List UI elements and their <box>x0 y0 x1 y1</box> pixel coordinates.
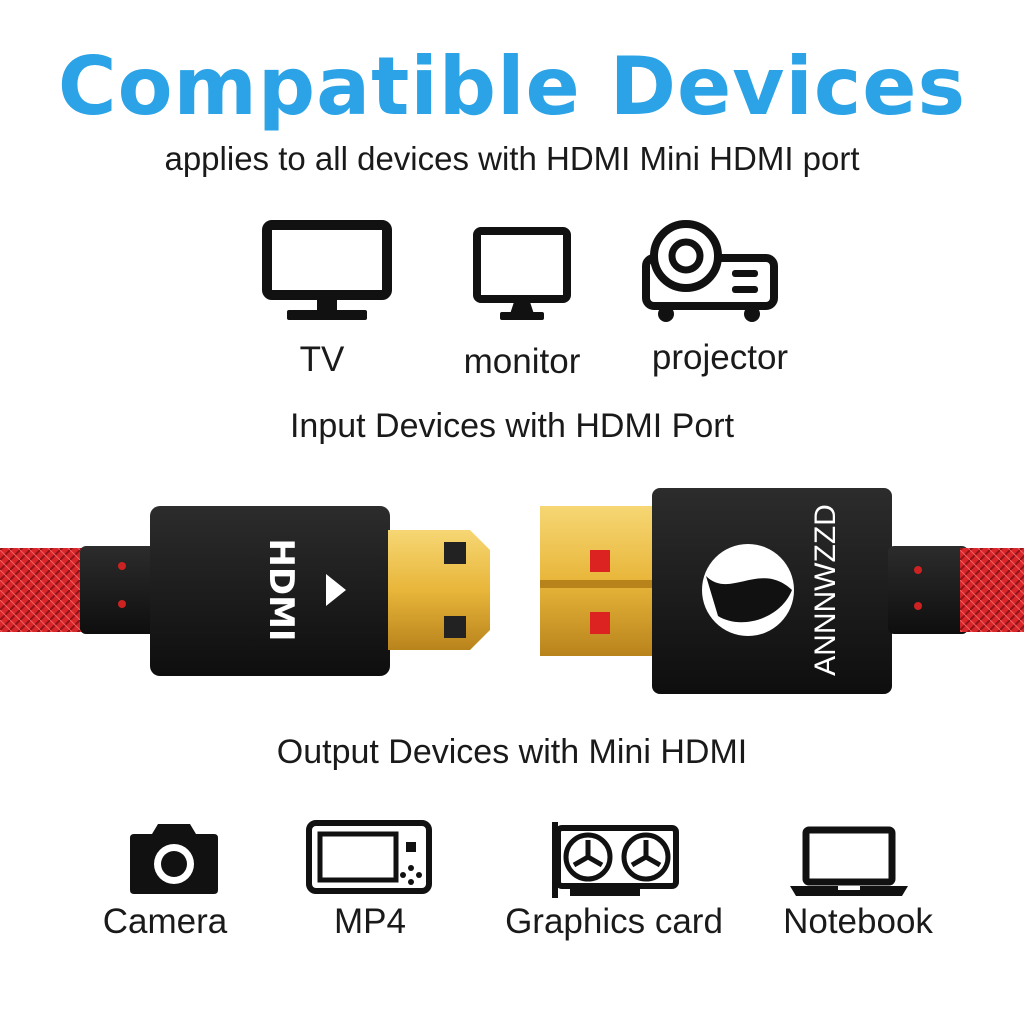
output-device-label-mp4: MP4 <box>334 902 406 941</box>
input-device-label-tv: TV <box>299 340 345 379</box>
output-device-label-camera: Camera <box>102 902 228 941</box>
projector-icon <box>642 220 778 322</box>
input-device-label-projector: projector <box>651 338 789 377</box>
output-device-label-notebook: Notebook <box>783 902 933 941</box>
hdmi-logo: HDMI <box>261 538 301 641</box>
monitor-icon <box>473 227 571 320</box>
graphics-card-icon <box>552 822 679 898</box>
page-subtitle: applies to all devices with HDMI Mini HD… <box>164 140 860 177</box>
left-cable-braid <box>0 548 90 632</box>
notebook-icon <box>790 826 908 896</box>
input-device-label-monitor: monitor <box>463 342 581 381</box>
page-title: Compatible Devices <box>57 40 967 133</box>
mini-hdmi-connector <box>150 506 390 676</box>
tv-icon <box>262 220 392 320</box>
right-cable-braid <box>960 548 1024 632</box>
input-devices-caption: Input Devices with HDMI Port <box>289 407 735 445</box>
brand-text: ANNNWZZD <box>809 504 842 676</box>
output-devices-caption: Output Devices with Mini HDMI <box>276 733 748 771</box>
hdmi-cable-illustration: HDMI ANNNWZZD <box>0 488 1024 694</box>
camera-icon <box>130 824 218 894</box>
mp4-player-icon <box>306 820 432 894</box>
output-device-label-graphics-card: Graphics card <box>505 902 723 941</box>
